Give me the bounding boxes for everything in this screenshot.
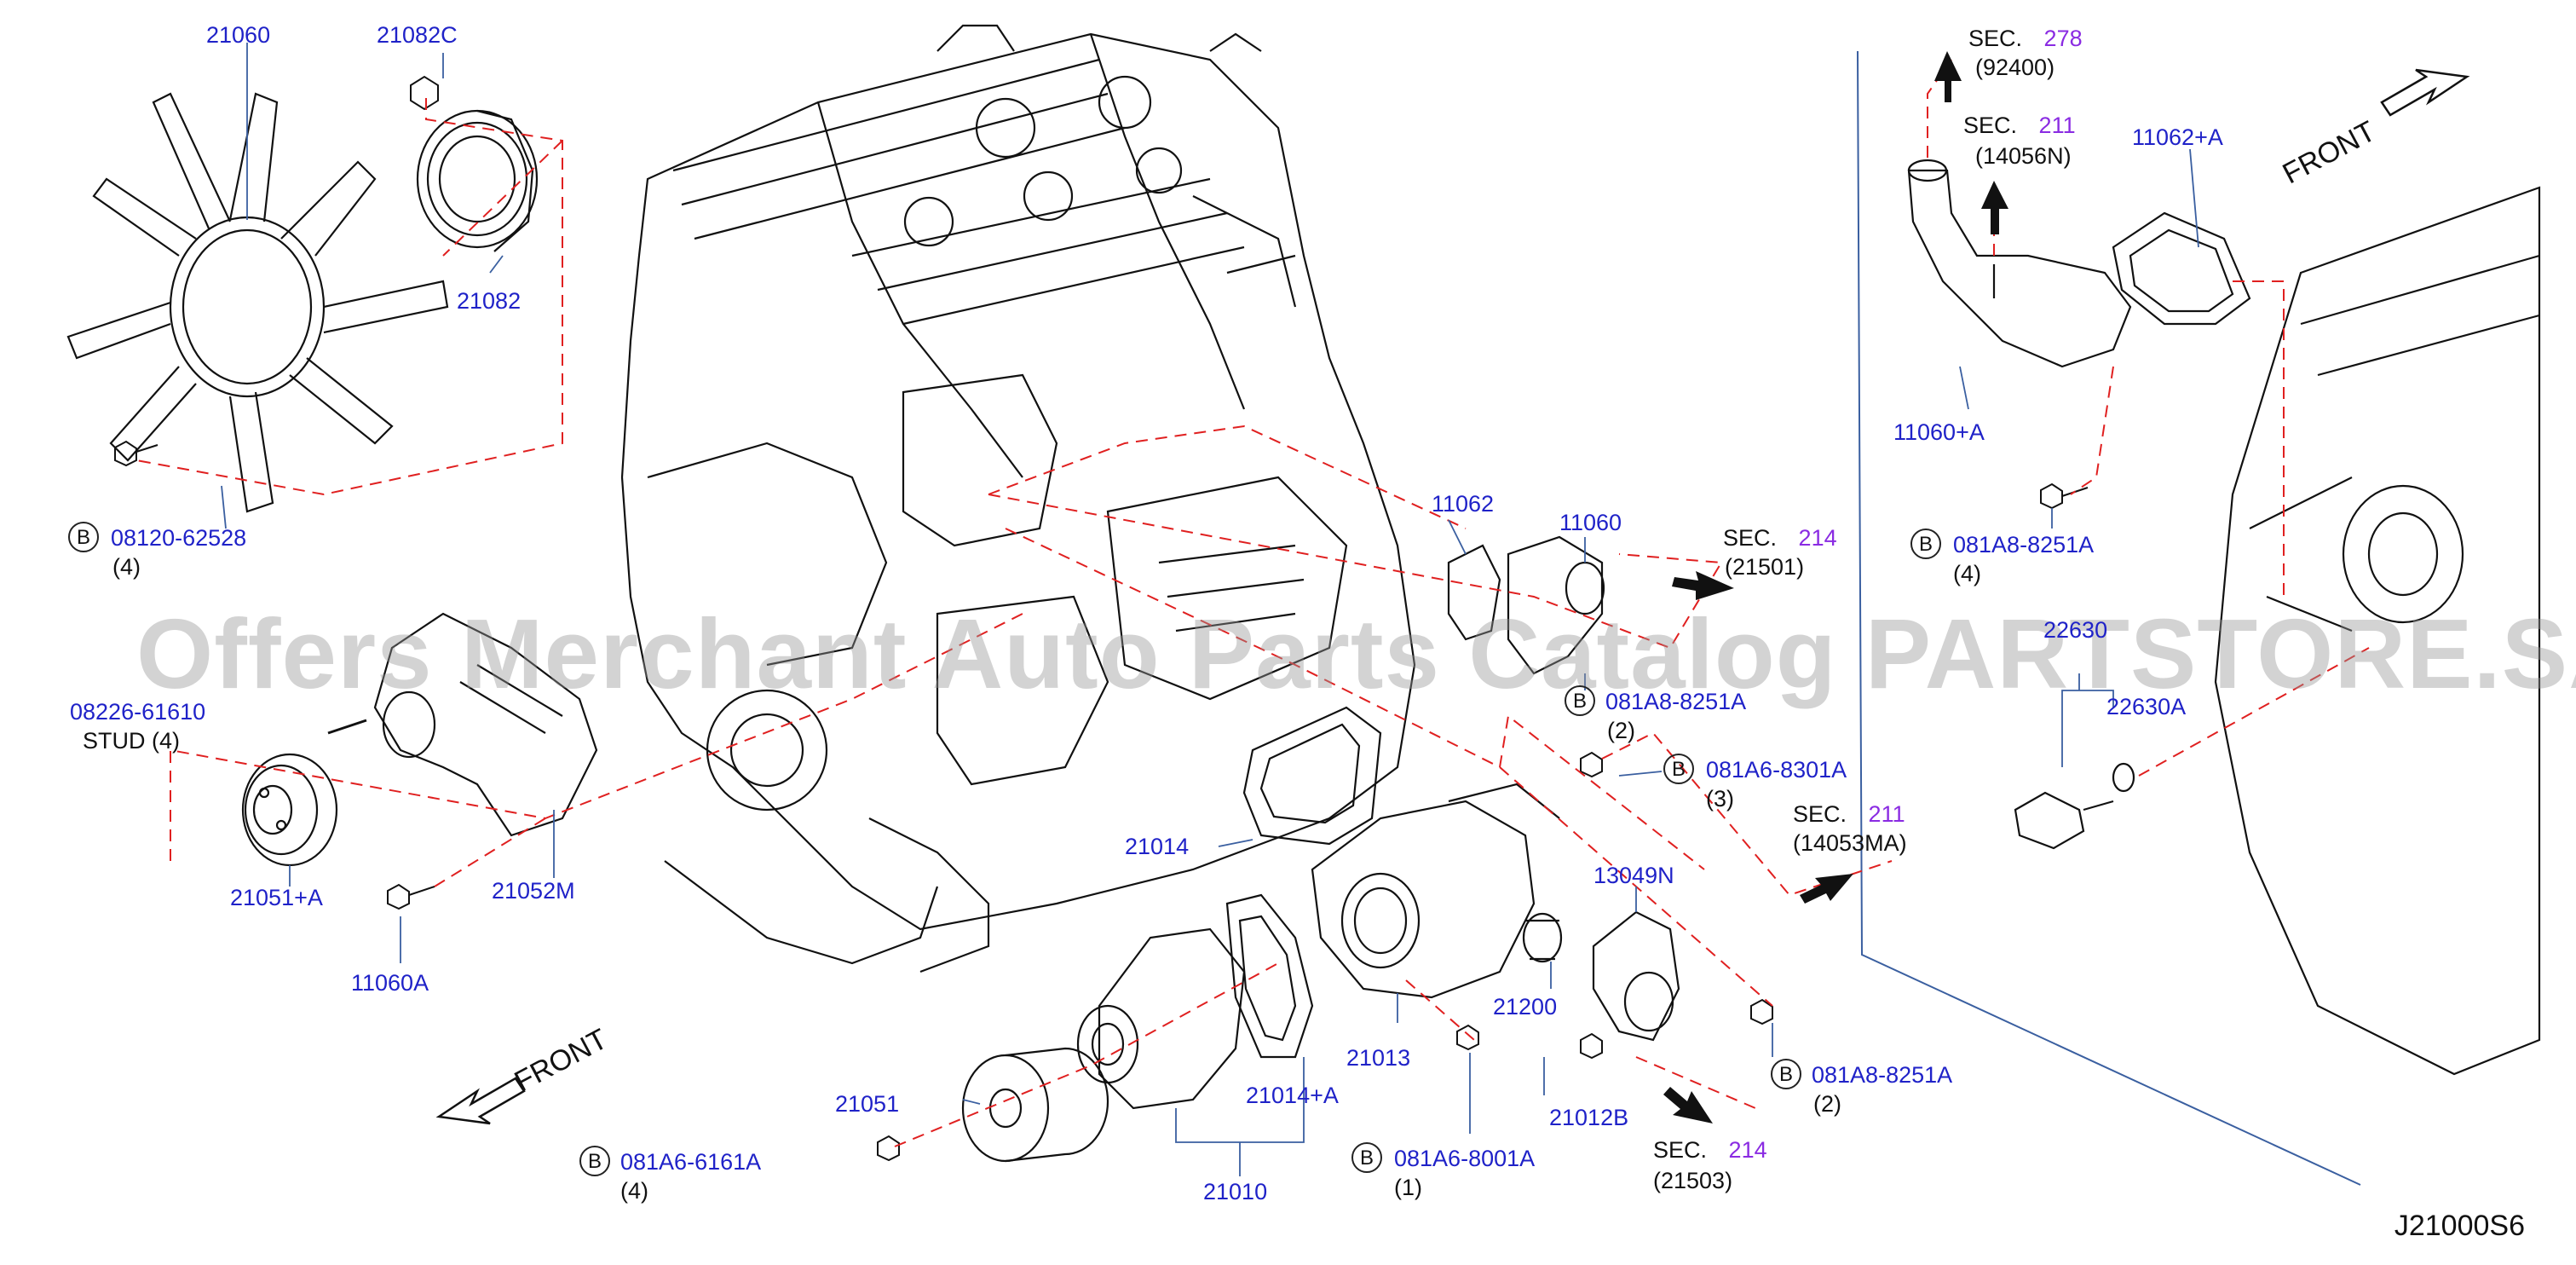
qty-081a6-8001a: (1) <box>1394 1175 1422 1200</box>
label-21010[interactable]: 21010 <box>1203 1179 1268 1204</box>
label-21014[interactable]: 21014 <box>1125 834 1190 859</box>
sec-code-14053ma: (14053MA) <box>1793 830 1907 856</box>
label-21200[interactable]: 21200 <box>1493 994 1558 1020</box>
inset-engine <box>2214 186 2541 1076</box>
gasket-11062-a <box>2112 211 2251 326</box>
qty-081a6-8301a: (3) <box>1706 786 1734 812</box>
label-21012b[interactable]: 21012B <box>1549 1105 1629 1130</box>
label-08120-62528[interactable]: 08120-62528 <box>111 525 247 551</box>
sec-number: 278 <box>2043 26 2083 51</box>
label-11060-plus-a[interactable]: 11060+A <box>1893 419 1985 445</box>
label-081a6-8301a[interactable]: 081A6-8301A <box>1706 757 1847 783</box>
sec-code-92400: (92400) <box>1975 55 2055 80</box>
temp-sensor <box>2014 762 2135 850</box>
label-081a6-6161a[interactable]: 081A6-6161A <box>620 1149 762 1175</box>
sec-ref-214-b[interactable]: SEC. 214 <box>1653 1139 1767 1162</box>
diagram-id: J21000S6 <box>2394 1210 2525 1242</box>
label-22630a[interactable]: 22630A <box>2106 694 2187 719</box>
water-inlet <box>1592 910 1680 1042</box>
front-arrow-right-icon <box>2380 68 2470 117</box>
label-11060[interactable]: 11060 <box>1559 510 1622 535</box>
bolt-marker: B <box>579 1146 610 1176</box>
label-11062[interactable]: 11062 <box>1432 491 1495 517</box>
bolt-marker: B <box>1910 529 1941 559</box>
watermark: Offers Merchant Auto Parts Catalog PARTS… <box>136 598 2576 709</box>
qty-081a8-8251a-lower: (2) <box>1813 1091 1841 1117</box>
bolts-lower <box>877 751 1773 1162</box>
water-pump <box>1076 927 1246 1110</box>
sec-code-21503: (21503) <box>1653 1168 1733 1193</box>
label-081a8-8251a-lower[interactable]: 081A8-8251A <box>1812 1062 1953 1088</box>
fan-pulley <box>241 753 338 867</box>
label-21052m[interactable]: 21052M <box>492 878 575 904</box>
label-21014-a[interactable]: 21014+A <box>1246 1083 1339 1108</box>
label-13049n[interactable]: 13049N <box>1593 863 1674 888</box>
housing-gasket-21014 <box>1242 706 1382 846</box>
sec-ref-278[interactable]: SEC. 278 <box>1968 27 2083 50</box>
water-pump-pulley <box>961 1047 1109 1163</box>
label-08226-61610[interactable]: 08226-61610 <box>70 699 206 725</box>
engine-block <box>620 24 1416 973</box>
bolt-11060a <box>387 883 435 910</box>
bolt-marker: B <box>1565 685 1595 716</box>
callout-lines <box>221 43 2199 1176</box>
label-081a8-8251a-inset[interactable]: 081A8-8251A <box>1953 532 2095 557</box>
label-22630[interactable]: 22630 <box>2043 617 2108 643</box>
thermostat-housing <box>1311 783 1560 999</box>
label-081a6-8001a[interactable]: 081A6-8001A <box>1394 1146 1536 1171</box>
gasket-11062 <box>1447 544 1501 641</box>
sec-arrows <box>1663 51 2008 1123</box>
fan-clutch <box>416 109 539 252</box>
outlet-11060-a <box>1907 159 2132 368</box>
bolt-marker: B <box>1351 1142 1382 1173</box>
sec-ref-214-a[interactable]: SEC. 214 <box>1723 527 1837 550</box>
label-21051-a[interactable]: 21051+A <box>230 885 323 910</box>
sec-prefix: SEC. <box>1723 525 1778 551</box>
label-21082c[interactable]: 21082C <box>377 22 458 48</box>
sec-prefix: SEC. <box>1653 1137 1708 1163</box>
sec-number: 214 <box>1798 525 1837 551</box>
sec-prefix: SEC. <box>1968 26 2023 51</box>
label-21013[interactable]: 21013 <box>1346 1045 1411 1071</box>
stud-08226 <box>327 719 367 735</box>
pulley-bracket <box>373 612 598 837</box>
inset-divider <box>1857 50 2361 1186</box>
qty-081a8-8251a-inset: (4) <box>1953 561 1981 586</box>
sec-prefix: SEC. <box>1963 113 2018 138</box>
qty-081a8-8251a-mid: (2) <box>1607 718 1635 743</box>
label-stud: STUD (4) <box>83 728 180 754</box>
bolt-marker: B <box>68 522 99 552</box>
water-pump-gasket <box>1225 893 1314 1059</box>
bolt-08120 <box>114 440 158 467</box>
qty-081a6-6161a: (4) <box>620 1178 648 1204</box>
label-21082[interactable]: 21082 <box>457 288 522 314</box>
sec-code-14056n: (14056N) <box>1975 143 2072 169</box>
qty-08120: (4) <box>112 554 141 580</box>
sec-ref-211-a[interactable]: SEC. 211 <box>1963 114 2076 137</box>
front-arrow-left-icon <box>435 1077 526 1125</box>
thermostat <box>1522 912 1563 963</box>
label-21051[interactable]: 21051 <box>835 1091 900 1117</box>
label-11060a[interactable]: 11060A <box>351 970 429 996</box>
label-21060[interactable]: 21060 <box>206 22 271 48</box>
sec-prefix: SEC. <box>1793 801 1847 827</box>
bolt-marker: B <box>1663 754 1694 784</box>
sec-number: 214 <box>1728 1137 1767 1163</box>
sec-code-21501: (21501) <box>1725 554 1805 580</box>
label-081a8-8251a-mid[interactable]: 081A8-8251A <box>1605 689 1747 714</box>
sec-number: 211 <box>1868 801 1905 827</box>
cooling-fan <box>66 92 449 513</box>
label-11062-a[interactable]: 11062+A <box>2132 124 2223 150</box>
sec-ref-211-b[interactable]: SEC. 211 <box>1793 803 1905 826</box>
nut-21082c <box>410 75 439 111</box>
bolt-marker: B <box>1771 1059 1801 1089</box>
bolt-inset <box>2040 482 2089 510</box>
sec-number: 211 <box>2038 113 2076 138</box>
